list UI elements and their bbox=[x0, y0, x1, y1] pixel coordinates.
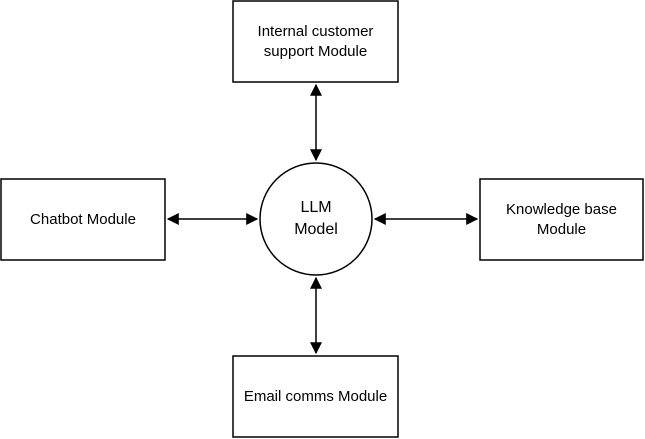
email-comms-module-label: Email comms Module bbox=[233, 356, 398, 437]
llm-line2: Model bbox=[294, 221, 338, 238]
knowledge-base-module-label: Knowledge base Module bbox=[480, 179, 643, 260]
knowledge-base-line2: Module bbox=[536, 220, 587, 238]
llm-line1: LLM bbox=[300, 199, 332, 216]
llm-model-label: LLM Model bbox=[260, 163, 372, 275]
chatbot-module-box[interactable] bbox=[0, 178, 166, 261]
chatbot-module-label: Chatbot Module bbox=[1, 179, 165, 260]
email-label-text: Email comms Module bbox=[243, 387, 388, 405]
internal-support-line2: support Module bbox=[263, 42, 368, 60]
internal-support-module-label: Internal customer support Module bbox=[233, 1, 398, 82]
llm-model-node[interactable] bbox=[259, 162, 373, 276]
internal-support-module-box[interactable] bbox=[232, 0, 399, 83]
email-comms-module-box[interactable] bbox=[232, 355, 399, 438]
knowledge-base-line1: Knowledge base bbox=[506, 200, 617, 218]
chatbot-label-text: Chatbot Module bbox=[30, 210, 136, 228]
internal-support-line1: Internal customer bbox=[257, 22, 374, 40]
knowledge-base-module-box[interactable] bbox=[479, 178, 644, 261]
